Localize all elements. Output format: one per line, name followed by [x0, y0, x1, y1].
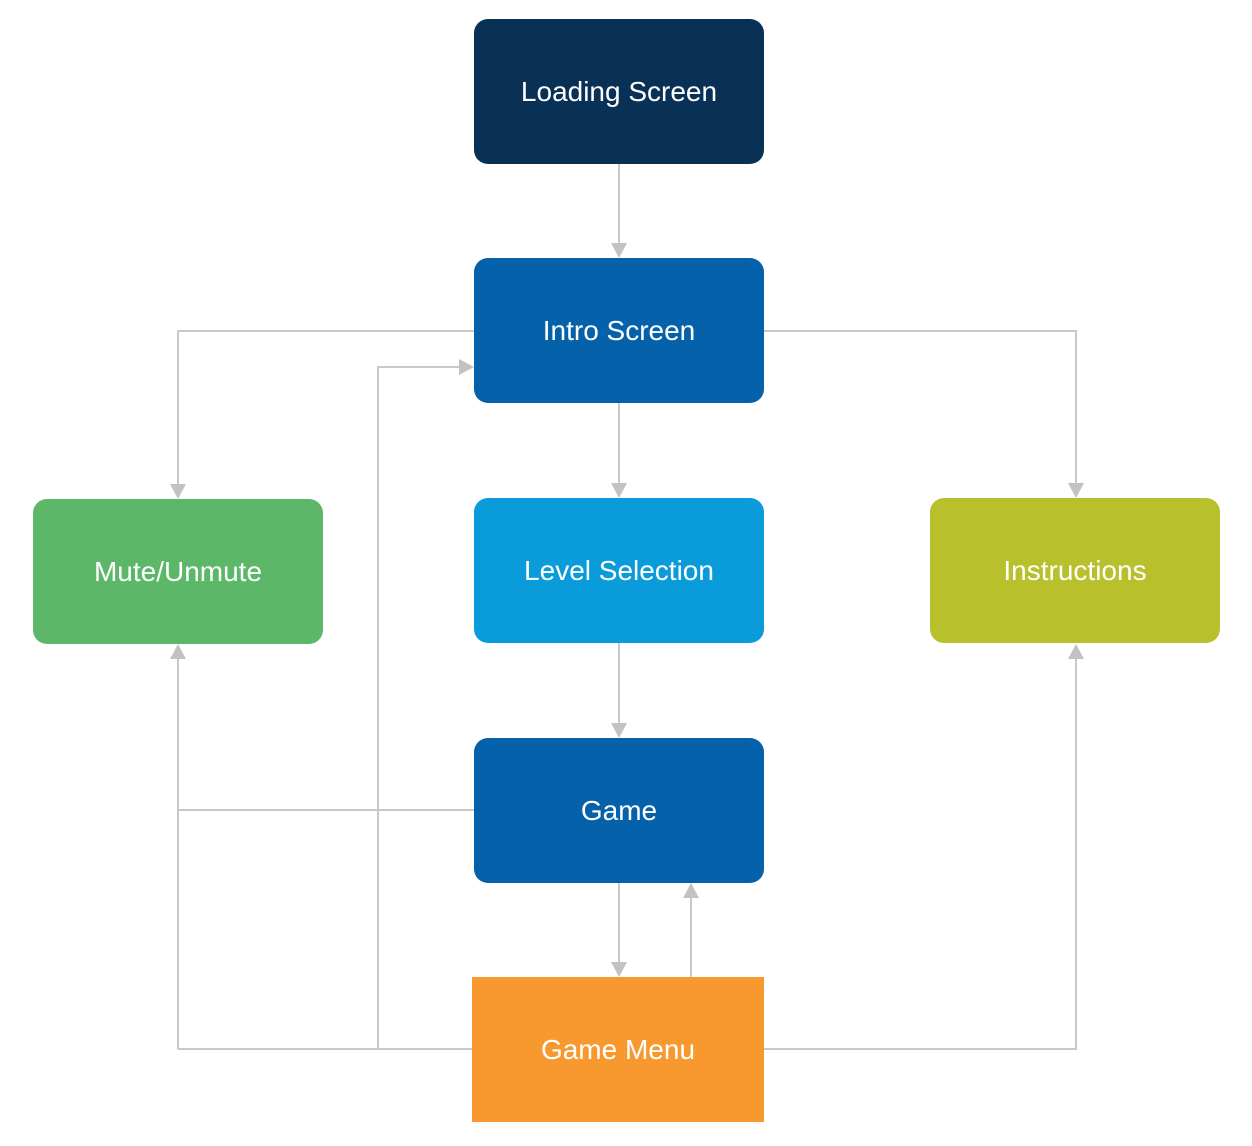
node-intro-screen: Intro Screen — [474, 258, 764, 403]
node-level-selection: Level Selection — [474, 498, 764, 643]
node-instructions: Instructions — [930, 498, 1220, 643]
edge-intro-to-mute — [170, 330, 474, 499]
edge-intro-to-level — [611, 403, 627, 498]
node-level-selection-label: Level Selection — [524, 554, 714, 586]
node-intro-screen-label: Intro Screen — [542, 314, 696, 346]
edge-gamemenu-to-game — [683, 883, 699, 977]
node-mute-unmute: Mute/Unmute — [33, 499, 323, 644]
node-game-menu: Game Menu — [472, 977, 764, 1122]
edge-rail-to-mute-bottom — [170, 644, 186, 1049]
node-loading-screen-label: Loading Screen — [520, 75, 718, 107]
node-game-menu-label: Game Menu — [540, 1033, 696, 1065]
edge-gamemenu-to-instructions — [764, 644, 1084, 1050]
node-game: Game — [474, 738, 764, 883]
edge-loading-to-intro — [611, 164, 627, 258]
node-loading-screen: Loading Screen — [474, 19, 764, 164]
node-game-label: Game — [580, 794, 658, 826]
node-instructions-label: Instructions — [1003, 554, 1147, 586]
node-mute-unmute-label: Mute/Unmute — [93, 555, 263, 587]
edge-gamemenu-to-intro — [377, 359, 474, 1049]
edge-intro-to-instructions — [764, 330, 1084, 498]
edge-game-to-gamemenu — [611, 883, 627, 977]
edge-level-to-game — [611, 643, 627, 738]
